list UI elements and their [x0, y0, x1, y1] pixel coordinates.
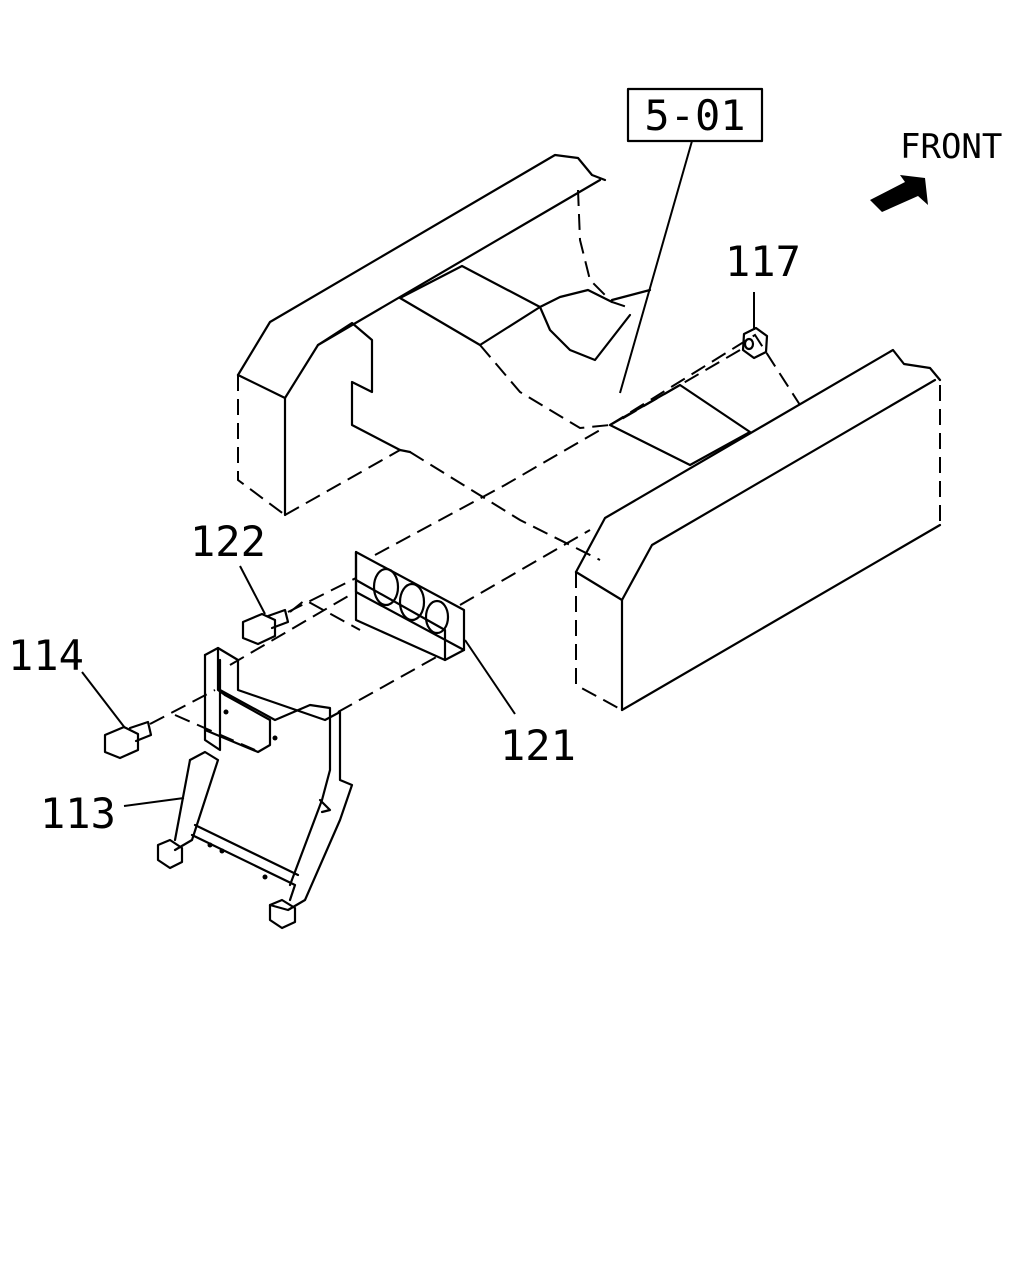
- reference-box-label: 5-01: [644, 91, 745, 140]
- callout-114: 114: [8, 631, 126, 729]
- bracket-113: [156, 594, 441, 930]
- frame-rail-right: [574, 348, 942, 712]
- callout-113-label: 113: [40, 789, 116, 838]
- callout-113: 113: [40, 789, 185, 838]
- mounting-plate-121: [354, 429, 601, 662]
- callout-122: 122: [190, 517, 266, 615]
- reference-box: 5-01: [619, 87, 764, 394]
- front-indicator: FRONT: [870, 127, 1002, 212]
- callout-121: 121: [464, 639, 576, 770]
- nut-117: [619, 326, 769, 421]
- front-arrow-icon: [870, 175, 928, 212]
- callout-114-label: 114: [8, 631, 84, 680]
- callout-122-label: 122: [190, 517, 266, 566]
- frame-rail-left: [236, 153, 801, 561]
- callout-117: 117: [725, 237, 801, 330]
- bolt-122: [241, 577, 357, 646]
- callout-121-label: 121: [500, 721, 576, 770]
- callout-117-label: 117: [725, 237, 801, 286]
- front-label: FRONT: [900, 127, 1002, 167]
